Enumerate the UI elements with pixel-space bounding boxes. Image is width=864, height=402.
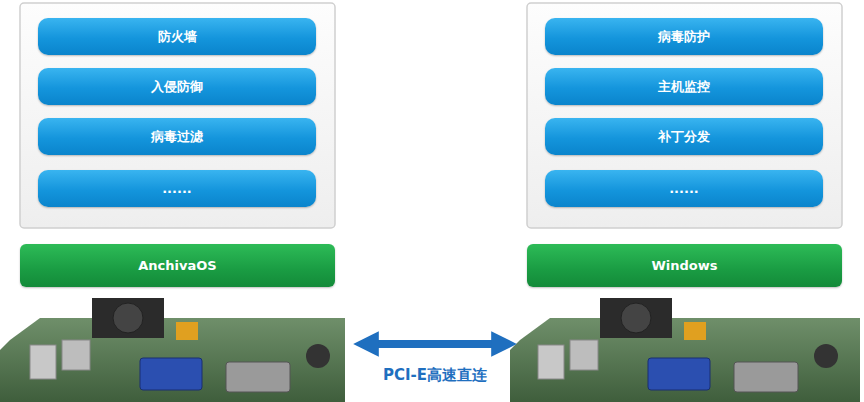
function-name: 补丁分发: [652, 128, 716, 146]
motherboard: [0, 298, 345, 402]
vga-port: [140, 358, 202, 390]
serial-port: [226, 362, 290, 392]
cpu-fan: [113, 303, 143, 333]
pcie-link-arrow: [366, 340, 504, 348]
fan-connector: [176, 322, 198, 340]
function-bar: 入侵防御: [38, 68, 316, 105]
function-bar: 补丁分发: [545, 118, 823, 155]
ps2-port: [306, 344, 330, 368]
pcb-board: [0, 318, 345, 402]
pcb-board: [510, 318, 860, 402]
function-name: 主机监控: [652, 78, 716, 96]
function-name: 防火墙: [152, 28, 203, 46]
usb-port: [538, 345, 564, 379]
serial-port: [734, 362, 798, 392]
heatsink: [600, 298, 672, 338]
os-bar: Windows: [527, 244, 842, 287]
function-name: ......: [156, 181, 198, 196]
function-bar: 病毒过滤: [38, 118, 316, 155]
heatsink: [92, 298, 164, 338]
service-panel: [20, 3, 335, 228]
os-bar: AnchivaOS: [20, 244, 335, 287]
lan-port: [570, 340, 598, 370]
fan-connector: [684, 322, 706, 340]
function-name: 入侵防御: [145, 78, 209, 96]
function-bar: 防火墙: [38, 18, 316, 55]
function-bar: 主机监控: [545, 68, 823, 105]
os-name: Windows: [645, 258, 723, 273]
vga-port: [648, 358, 710, 390]
service-panel: [527, 3, 842, 228]
lan-port: [62, 340, 90, 370]
function-bar: ......: [38, 170, 316, 207]
cpu-fan: [621, 303, 651, 333]
motherboard: [510, 298, 860, 402]
function-name: 病毒防护: [652, 28, 716, 46]
function-bar: 病毒防护: [545, 18, 823, 55]
link-label: PCI-E高速直连: [383, 366, 487, 385]
function-name: ......: [663, 181, 705, 196]
function-bar: ......: [545, 170, 823, 207]
function-name: 病毒过滤: [145, 128, 209, 146]
os-name: AnchivaOS: [132, 258, 222, 273]
usb-port: [30, 345, 56, 379]
ps2-port: [814, 344, 838, 368]
